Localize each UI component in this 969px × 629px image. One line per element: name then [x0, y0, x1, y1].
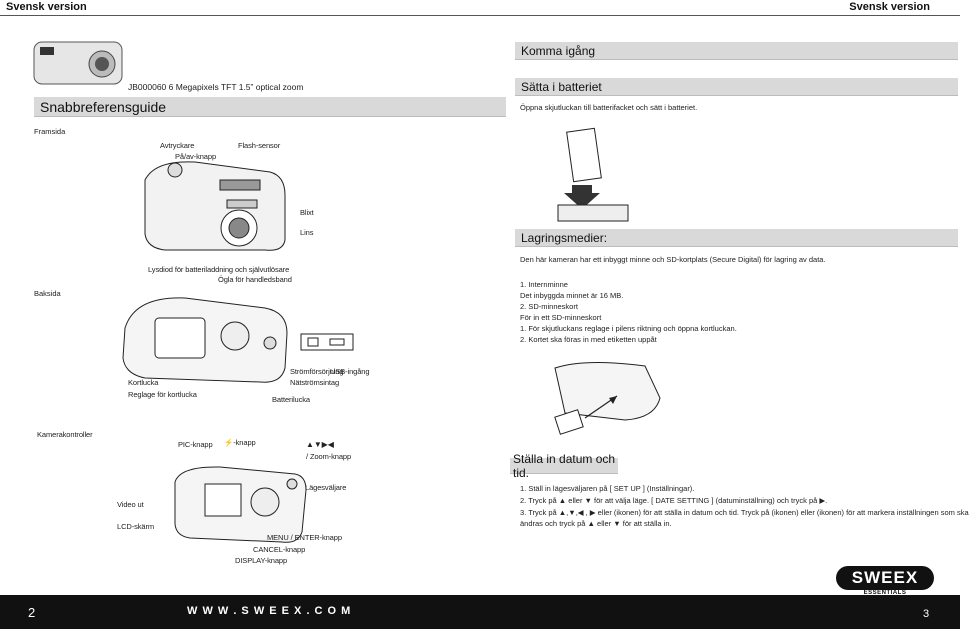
led-callout: Lysdiod för batteriladdning och självutl…: [148, 265, 290, 274]
storage-line-4: 2. SD-minneskort: [520, 302, 578, 311]
usb-callout: USB-ingång: [330, 367, 370, 376]
camera-thumbnail: [33, 41, 123, 85]
power-save-callout: Strömförsörjning: [290, 367, 344, 376]
battery-insert-drawing: [557, 127, 629, 222]
sd-card-insert-drawing: [554, 361, 661, 435]
quick-guide-title: Snabbreferensguide: [40, 98, 167, 115]
datetime-line-3: ändras och tryck på ▲ eller ▼ för att st…: [520, 519, 672, 528]
storage-bar: Lagringsmedier:: [515, 229, 958, 247]
card-cover-callout: Kortlucka: [128, 378, 159, 387]
sweex-logo: SWEEX ESSENTIALS: [836, 566, 934, 602]
zoom-callout: / Zoom-knapp: [306, 452, 352, 461]
shutter-callout: Avtryckare: [160, 141, 195, 150]
page-number-left: 2: [28, 605, 36, 620]
page-number-right: 3: [923, 608, 930, 620]
model-line: JB000060 6 Megapixels TFT 1.5” optical z…: [128, 82, 304, 92]
getting-started-title: Komma igång: [521, 43, 596, 58]
connector-panel: [300, 333, 354, 351]
storage-line-7: 2. Kortet ska föras in med etiketten upp…: [520, 335, 657, 344]
back-controls-drawing: [174, 466, 307, 543]
battery-cover-callout: Batterilucka: [272, 395, 310, 404]
quick-guide-bar: Snabbreferensguide: [34, 97, 506, 117]
header-rule: [0, 15, 960, 16]
controls-title: Kamerakontroller: [37, 430, 93, 439]
storage-line-5: För in ett SD-minneskort: [520, 313, 602, 322]
battery-title: Sätta i batteriet: [521, 79, 602, 94]
footer-bar: 2 W W W . S W E E X . C O M 3: [0, 595, 960, 629]
flash-button-label: -knapp: [233, 438, 256, 447]
logo-tagline: ESSENTIALS: [863, 590, 907, 596]
flash-callout: Blixt: [300, 208, 314, 217]
battery-text: Öppna skjutluckan till batterifacket och…: [520, 103, 698, 112]
front-camera-drawing: [144, 161, 286, 251]
battery-bar: Sätta i batteriet: [515, 78, 958, 96]
storage-line-0: Den här kameran har ett inbyggt minne oc…: [520, 255, 826, 264]
header-right: Svensk version: [849, 1, 930, 13]
header-left: Svensk version: [6, 1, 87, 13]
mode-callout: Lägesväljare: [305, 483, 347, 492]
video-callout: Video ut: [117, 500, 144, 509]
datetime-line-1: 2. Tryck på ▲ eller ▼ för att välja läge…: [520, 496, 828, 505]
datetime-bar: Ställa in datum och tid.: [510, 452, 618, 480]
logo-brand: SWEEX: [836, 566, 934, 590]
menu-callout: MENU / ENTER-knapp: [267, 533, 342, 542]
back-label: Baksida: [34, 289, 61, 298]
flash-sensor-callout: Flash-sensor: [238, 141, 281, 150]
back-camera-drawing: [122, 297, 288, 383]
strap-callout: Ögla för handledsband: [218, 275, 292, 284]
arrows-callout: ▲▼▶◀: [306, 440, 334, 449]
mains-callout: Nätströmsintag: [290, 378, 340, 387]
storage-line-6: 1. För skjutluckans reglage i pilens rik…: [520, 324, 737, 333]
storage-title: Lagringsmedier:: [521, 230, 608, 245]
card-lever-callout: Reglage för kortlucka: [128, 390, 197, 399]
display-callout: DISPLAY-knapp: [235, 556, 288, 565]
datetime-title: Ställa in datum och tid.: [513, 451, 616, 480]
datetime-line-0: 1. Ställ in lägesväljaren på [ SET UP ] …: [520, 484, 695, 493]
flash-button-callout: ⚡-knapp: [224, 438, 256, 447]
getting-started-bar: Komma igång: [515, 42, 958, 60]
lcd-callout: LCD-skärm: [117, 522, 155, 531]
front-label: Framsida: [34, 127, 66, 136]
lens-callout: Lins: [300, 228, 314, 237]
cancel-callout: CANCEL-knapp: [253, 545, 306, 554]
storage-line-3: Det inbyggda minnet är 16 MB.: [520, 291, 624, 300]
footer-url: W W W . S W E E X . C O M: [187, 605, 352, 617]
datetime-line-2: 3. Tryck på ▲,▼,◀ , ▶ eller (ikonen) för…: [520, 508, 969, 517]
storage-line-2: 1. Internminne: [520, 280, 568, 289]
flash-icon: ⚡: [224, 438, 234, 447]
pic-callout: PIC-knapp: [178, 440, 213, 449]
power-callout: På/av-knapp: [175, 152, 217, 161]
